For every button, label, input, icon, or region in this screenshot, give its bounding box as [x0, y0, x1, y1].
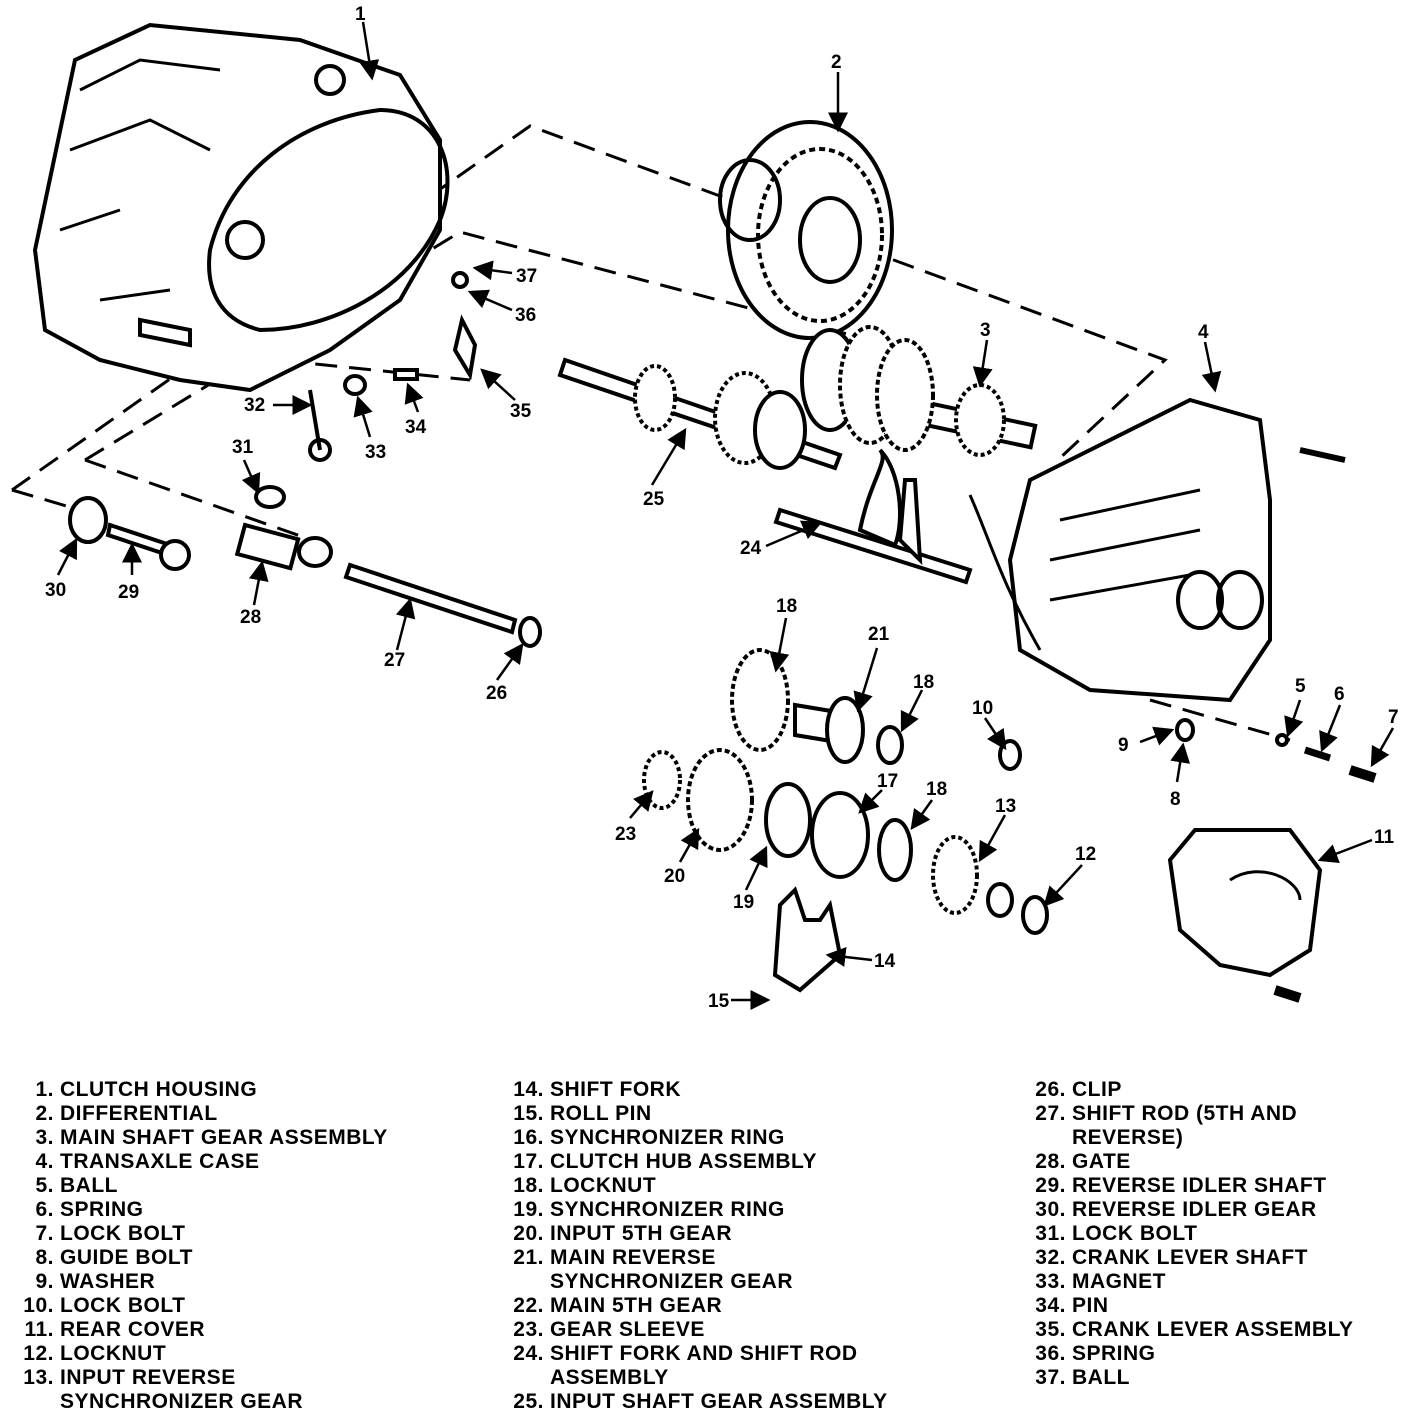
- main-shaft-gear-assembly-part: [800, 325, 1038, 457]
- callout-17: 17: [877, 771, 898, 792]
- callout-7: 7: [1388, 707, 1399, 728]
- legend-item-7: 7.LOCK BOLT: [35, 1222, 186, 1245]
- legend-item-23: 23.GEAR SLEEVE: [513, 1318, 705, 1341]
- legend-item-22: 22.MAIN 5TH GEAR: [513, 1294, 723, 1317]
- legend-column-2: 14.SHIFT FORK 15.ROLL PIN 16.SYNCHRONIZE…: [513, 1078, 888, 1414]
- legend-item-4: 4.TRANSAXLE CASE: [35, 1150, 260, 1173]
- callout-6: 6: [1334, 684, 1345, 705]
- callout-18-upper: 18: [926, 779, 947, 800]
- callout-1: 1: [355, 4, 366, 25]
- legend-item-10: 10.LOCK BOLT: [23, 1294, 186, 1317]
- callout-32: 32: [244, 395, 265, 416]
- legend-item-17: 17.CLUTCH HUB ASSEMBLY: [513, 1150, 817, 1173]
- legend-item-9: 9.WASHER: [35, 1270, 156, 1293]
- legend-item-14: 14.SHIFT FORK: [513, 1078, 681, 1101]
- callout-12: 12: [1075, 844, 1096, 865]
- legend-item-33: 33.MAGNET: [1035, 1270, 1166, 1293]
- callout-11: 11: [1374, 827, 1395, 848]
- callout-10: 10: [972, 698, 993, 719]
- exploded-view-diagram: 1 2 3 4 5 6 7 8 9 10 11 12 13 14 15 18 1…: [11, 4, 1399, 1012]
- legend-item-11: 11.REAR COVER: [24, 1318, 206, 1341]
- legend-item-16: 16.SYNCHRONIZER RING: [513, 1126, 785, 1149]
- callout-19: 19: [733, 892, 754, 913]
- callout-5: 5: [1295, 676, 1306, 697]
- legend-item-6: 6.SPRING: [35, 1198, 144, 1221]
- callout-22: 18: [776, 596, 797, 617]
- legend-item-8: 8.GUIDE BOLT: [35, 1246, 193, 1269]
- callout-23: 23: [615, 824, 636, 845]
- callout-27: 27: [384, 650, 405, 671]
- callout-31: 31: [232, 437, 254, 458]
- callout-35: 35: [510, 401, 532, 422]
- legend-column-1: 1.CLUTCH HOUSING 2.DIFFERENTIAL 3.MAIN S…: [23, 1078, 388, 1414]
- callout-36: 36: [515, 305, 536, 326]
- legend-item-32: 32.CRANK LEVER SHAFT: [1035, 1246, 1309, 1269]
- legend-item-30: 30.REVERSE IDLER GEAR: [1035, 1198, 1317, 1221]
- legend-item-28: 28.GATE: [1035, 1150, 1131, 1173]
- differential-part: [718, 120, 894, 340]
- callout-labels: 1 2 3 4 5 6 7 8 9 10 11 12 13 14 15 18 1…: [45, 4, 1399, 1012]
- callout-21: 21: [868, 624, 890, 645]
- legend-item-34: 34.PIN: [1035, 1294, 1109, 1317]
- legend-item-5: 5.BALL: [35, 1174, 118, 1197]
- legend-item-12: 12.LOCKNUT: [23, 1342, 167, 1365]
- legend-item-36: 36.SPRING: [1035, 1342, 1156, 1365]
- callout-8: 8: [1170, 789, 1181, 810]
- callout-3: 3: [980, 320, 991, 341]
- legend-item-31: 31.LOCK BOLT: [1035, 1222, 1198, 1245]
- legend-item-37: 37.BALL: [1035, 1366, 1130, 1389]
- fifth-gear-parts: [642, 648, 1377, 993]
- callout-20: 20: [664, 866, 685, 887]
- callout-26: 26: [486, 683, 507, 704]
- callout-2: 2: [831, 52, 842, 73]
- callout-25: 25: [643, 489, 665, 510]
- callout-13: 13: [995, 796, 1016, 817]
- legend-item-29: 29.REVERSE IDLER SHAFT: [1035, 1174, 1327, 1197]
- callout-14: 14: [874, 951, 896, 972]
- shift-rod-part: [68, 271, 542, 648]
- callout-33: 33: [365, 442, 386, 463]
- clutch-housing-part: [32, 22, 450, 393]
- input-shaft-gear-assembly-part: [557, 357, 843, 471]
- shift-fork-shift-rod-part: [773, 448, 973, 585]
- legend-item-1: 1.CLUTCH HOUSING: [35, 1078, 258, 1101]
- legend-item-18: 18.LOCKNUT: [513, 1174, 657, 1197]
- legend-item-26: 26.CLIP: [1035, 1078, 1122, 1101]
- callout-30: 30: [45, 580, 66, 601]
- legend-item-15: 15.ROLL PIN: [513, 1102, 652, 1125]
- callout-29: 29: [118, 582, 139, 603]
- callout-18-middle: 18: [913, 672, 934, 693]
- transaxle-case-part: [968, 397, 1346, 703]
- callout-28: 28: [240, 607, 261, 628]
- legend-item-25: 25.INPUT SHAFT GEAR ASSEMBLY: [513, 1390, 888, 1413]
- legend-item-19: 19.SYNCHRONIZER RING: [513, 1198, 785, 1221]
- legend-item-35: 35.CRANK LEVER ASSEMBLY: [1035, 1318, 1354, 1341]
- callout-9: 9: [1118, 735, 1129, 756]
- callout-15: 15: [708, 991, 730, 1012]
- rear-cover-part: [1167, 828, 1323, 1003]
- callout-34: 34: [405, 417, 427, 438]
- legend-item-3: 3.MAIN SHAFT GEAR ASSEMBLY: [35, 1126, 388, 1149]
- callout-4: 4: [1198, 322, 1209, 343]
- legend-item-20: 20.INPUT 5TH GEAR: [513, 1222, 733, 1245]
- callout-37: 37: [516, 266, 537, 287]
- callout-24: 24: [740, 538, 762, 559]
- legend-item-2: 2.DIFFERENTIAL: [35, 1102, 218, 1125]
- callout-leaders: [56, 21, 1395, 1010]
